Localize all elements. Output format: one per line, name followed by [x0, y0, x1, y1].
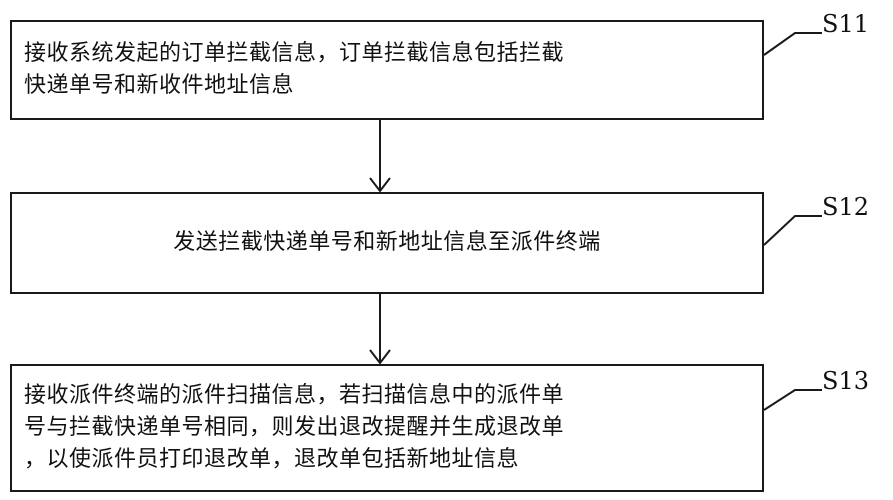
step-s13-line-2: 号与拦截快递单号相同，则发出退改提醒并生成退改单	[24, 415, 565, 440]
leader-line-s13	[763, 389, 822, 411]
step-box-s13: 接收派件终端的派件扫描信息，若扫描信息中的派件单 号与拦截快递单号相同，则发出退…	[10, 364, 764, 492]
step-s12-line-1: 发送拦截快递单号和新地址信息至派件终端	[173, 230, 601, 255]
step-text-s12: 发送拦截快递单号和新地址信息至派件终端	[161, 227, 613, 259]
step-s13-line-3: ，以使派件员打印退改单，退改单包括新地址信息	[24, 447, 520, 472]
step-s13-line-1: 接收派件终端的派件扫描信息，若扫描信息中的派件单	[24, 383, 565, 408]
leader-line-s11	[763, 32, 822, 56]
step-label-s12: S12	[822, 193, 869, 221]
step-s11-line-1: 接收系统发起的订单拦截信息，订单拦截信息包括拦截	[24, 41, 565, 66]
step-label-s13: S13	[822, 367, 869, 395]
step-label-s11: S11	[822, 10, 869, 38]
step-box-s11: 接收系统发起的订单拦截信息，订单拦截信息包括拦截 快递单号和新收件地址信息	[10, 20, 764, 120]
arrow-1-head	[369, 177, 391, 193]
leader-line-s12	[763, 215, 822, 246]
arrow-2-head	[369, 349, 391, 365]
step-text-s11: 接收系统发起的订单拦截信息，订单拦截信息包括拦截 快递单号和新收件地址信息	[12, 38, 576, 102]
step-text-s13: 接收派件终端的派件扫描信息，若扫描信息中的派件单 号与拦截快递单号相同，则发出退…	[12, 380, 576, 476]
step-box-s12: 发送拦截快递单号和新地址信息至派件终端	[10, 192, 764, 294]
step-s11-line-2: 快递单号和新收件地址信息	[24, 73, 295, 98]
